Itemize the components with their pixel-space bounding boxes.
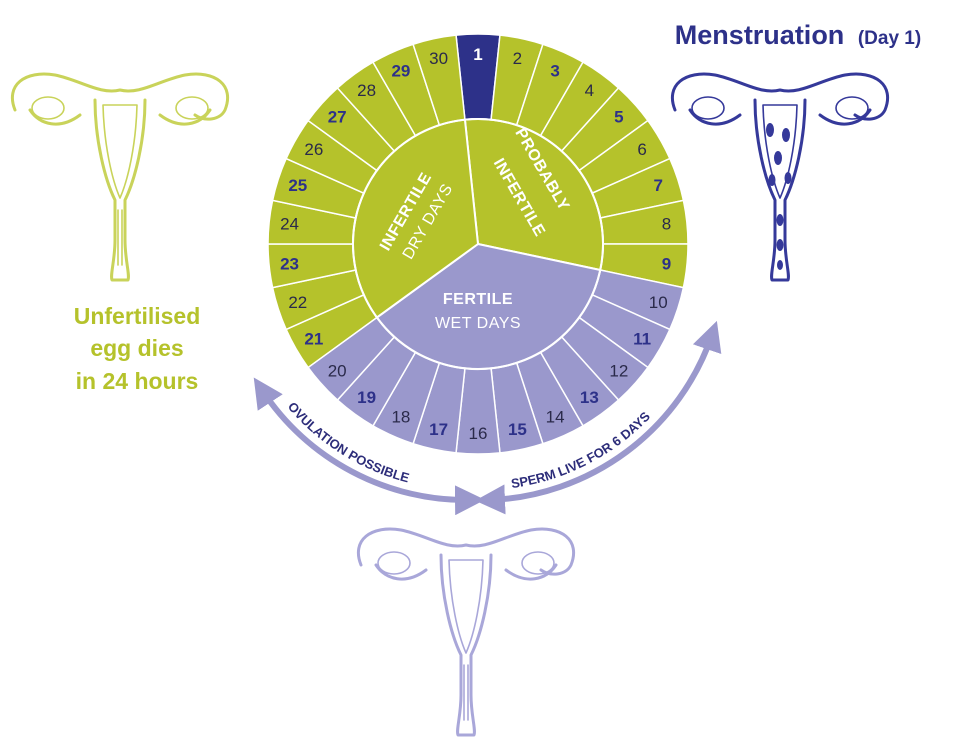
- uterus-menstruating-icon: [672, 74, 887, 280]
- day-label: 14: [546, 408, 565, 427]
- day-label: 25: [288, 176, 307, 195]
- menstruation-day-label: (Day 1): [858, 28, 921, 49]
- left-caption-line-3: in 24 hours: [76, 368, 199, 394]
- uterus-icon: [358, 529, 573, 735]
- day-label: 15: [508, 420, 527, 439]
- day-label: 12: [609, 361, 628, 380]
- day-label: 16: [469, 424, 488, 443]
- day-label: 23: [280, 254, 299, 273]
- day-label: 29: [391, 61, 410, 80]
- day-label: 22: [288, 293, 307, 312]
- uterus-icon: [12, 74, 227, 280]
- day-label: 26: [304, 140, 323, 159]
- day-label: 21: [304, 329, 323, 348]
- left-caption-line-1: Unfertilised: [74, 303, 201, 329]
- left-caption-line-2: egg dies: [90, 335, 183, 361]
- menstruation-title: Menstruation: [675, 20, 845, 50]
- title-text: Menstruation (Day 1): [675, 20, 921, 50]
- day-label: 13: [580, 388, 599, 407]
- day-label: 24: [280, 215, 299, 234]
- phase-label: WET DAYS: [435, 315, 521, 332]
- day-label: 20: [328, 361, 347, 380]
- day-label: 17: [429, 420, 448, 439]
- day-label: 30: [429, 49, 448, 68]
- day-label: 28: [357, 81, 376, 100]
- day-label: 19: [357, 388, 376, 407]
- day-label: 1: [473, 45, 482, 64]
- day-label: 27: [328, 108, 347, 127]
- day-label: 2: [513, 49, 522, 68]
- day-label: 11: [633, 329, 651, 348]
- day-label: 8: [662, 215, 671, 234]
- day-label: 18: [391, 408, 410, 427]
- day-label: 10: [649, 293, 668, 312]
- left-caption: Unfertilised egg dies in 24 hours: [74, 303, 201, 394]
- day-label: 9: [662, 254, 671, 273]
- day-label: 6: [637, 140, 646, 159]
- day-label: 4: [585, 81, 594, 100]
- day-label: 3: [550, 61, 559, 80]
- day-label: 7: [653, 176, 662, 195]
- phase-label: FERTILE: [443, 291, 513, 308]
- day-label: 5: [614, 108, 623, 127]
